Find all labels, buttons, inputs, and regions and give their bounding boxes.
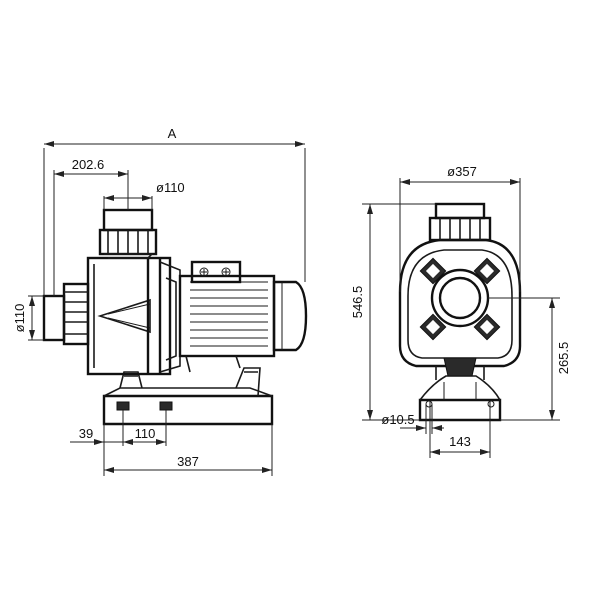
dim-A-label: A bbox=[168, 126, 177, 141]
dim-mount-hole-label: ø10.5 bbox=[381, 412, 414, 427]
front-view-discharge-union bbox=[428, 202, 492, 242]
dim-suction-diameter-label: ø110 bbox=[12, 304, 27, 333]
dim-shaft-height: 265.5 bbox=[488, 297, 571, 421]
side-view-pump-body bbox=[86, 256, 181, 376]
dim-suction-offset-label: 202.6 bbox=[72, 157, 105, 172]
dim-foot-width: 143 bbox=[429, 420, 491, 458]
side-view-motor bbox=[178, 260, 308, 373]
dim-suction-diameter: ø110 bbox=[12, 295, 44, 341]
dim-base-front-offset-label: 39 bbox=[79, 426, 93, 441]
side-view-discharge-union bbox=[98, 208, 158, 259]
dim-base-hole-spacing-label: 110 bbox=[135, 426, 156, 441]
dim-discharge-diameter: ø110 bbox=[103, 180, 185, 210]
dim-foot-width-label: 143 bbox=[449, 434, 471, 449]
front-view: ø357 546.5 265.5 ø10.5 bbox=[350, 164, 571, 458]
side-view: A 202.6 ø110 ø110 bbox=[12, 126, 308, 476]
dim-total-height: 546.5 bbox=[350, 203, 436, 421]
dim-suction-offset: 202.6 bbox=[53, 157, 129, 296]
side-view-base bbox=[102, 367, 274, 426]
dim-base-length-label: 387 bbox=[177, 454, 199, 469]
dim-shaft-height-label: 265.5 bbox=[556, 342, 571, 375]
dim-flange-diameter: ø357 bbox=[399, 164, 521, 292]
dim-flange-diameter-label: ø357 bbox=[447, 164, 477, 179]
dim-mount-hole: ø10.5 bbox=[381, 404, 444, 434]
dim-base-length: 387 bbox=[104, 424, 273, 476]
dim-discharge-diameter-label: ø110 bbox=[156, 180, 185, 195]
dim-base-holes: 39 110 bbox=[70, 410, 167, 476]
dim-A: A bbox=[43, 126, 306, 296]
dim-total-height-label: 546.5 bbox=[350, 286, 365, 319]
front-view-flange bbox=[398, 238, 522, 380]
side-view-suction-union bbox=[42, 282, 90, 346]
